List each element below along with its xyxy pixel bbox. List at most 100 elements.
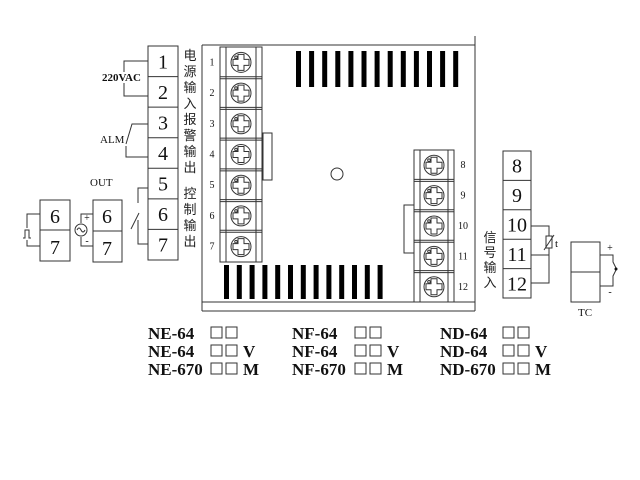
out-label: OUT	[90, 177, 113, 189]
model-name: ND-670	[440, 360, 496, 379]
screw-icon	[230, 236, 252, 258]
code-box	[225, 326, 238, 339]
label-char: 警	[183, 128, 196, 144]
relay-wiring: OUT	[90, 177, 148, 245]
vent-slot	[249, 265, 255, 299]
internal-terminal-number: 7	[210, 242, 215, 253]
internal-terminal-number: 1	[210, 57, 215, 68]
vent-slot	[296, 51, 301, 87]
thermocouple-block: + - TC	[570, 241, 618, 319]
terminal-number: 4	[158, 143, 168, 165]
vent-slot	[326, 265, 332, 299]
pulse-icon	[23, 229, 31, 239]
vent-slot	[387, 51, 393, 87]
terminal-number: 7	[102, 238, 112, 260]
terminal-number: 9	[512, 185, 522, 207]
vent-slot	[413, 51, 419, 87]
model-name: NE-64	[148, 324, 195, 343]
vent-slot	[374, 51, 380, 87]
label-char: 出	[183, 161, 196, 176]
model-name: ND-64	[440, 324, 488, 343]
internal-terminal-number: 3	[210, 119, 215, 130]
analog-output-block: 6 7 + -	[74, 199, 123, 263]
terminal-number: 2	[158, 82, 168, 104]
vent-slot	[377, 265, 383, 299]
screw-icon	[230, 205, 252, 227]
rtd-wiring: t	[531, 225, 558, 284]
terminal-number: 7	[50, 237, 60, 259]
label-char: 控	[183, 187, 196, 202]
label-char: 制	[183, 203, 196, 218]
code-box	[369, 326, 382, 339]
screw-icon	[230, 174, 252, 196]
label-char: 输	[183, 80, 196, 96]
model-suffix: V	[535, 342, 548, 361]
screw-icon	[423, 185, 445, 207]
plus-sign: +	[607, 243, 613, 254]
alarm-label: ALM	[100, 134, 125, 146]
internal-terminal-number: 4	[210, 150, 215, 161]
label-char: 号	[483, 246, 496, 261]
model-name: NE-670	[148, 360, 203, 379]
screw-icon	[230, 113, 252, 135]
code-box	[210, 362, 223, 375]
terminal-number: 12	[507, 273, 527, 295]
code-box	[502, 326, 515, 339]
left-strip-frame	[147, 45, 179, 261]
label-char: 报	[183, 113, 196, 128]
vent-slot	[400, 51, 406, 87]
top-vent	[296, 51, 459, 87]
signal-input-label: 信 号 输 入	[483, 231, 496, 291]
code-box	[354, 326, 367, 339]
model-name: NF-64	[292, 342, 338, 361]
vent-slot	[224, 265, 229, 299]
screw-icon	[230, 82, 252, 104]
label-char: 输	[483, 260, 496, 276]
power-input-label: 电 源 输 入	[183, 49, 196, 112]
minus-sign: -	[608, 287, 611, 298]
code-box	[225, 344, 238, 357]
bottom-vent	[224, 265, 383, 299]
code-box	[354, 362, 367, 375]
model-item: ND-64 V	[440, 342, 548, 361]
model-name: NE-64	[148, 342, 195, 361]
vent-slot	[440, 51, 446, 87]
terminal-number: 11	[507, 244, 526, 266]
internal-terminal-number: 12	[458, 282, 468, 293]
code-box	[369, 362, 382, 375]
tc-junction-icon	[614, 267, 618, 271]
terminal-number: 1	[158, 51, 168, 73]
model-suffix: V	[243, 342, 256, 361]
ac-source-icon	[74, 223, 88, 237]
model-item: NE-64	[148, 324, 238, 343]
model-name: NF-64	[292, 324, 338, 343]
label-char: 出	[183, 235, 196, 250]
label-char: 信	[483, 231, 496, 246]
model-item: NE-64 V	[148, 342, 256, 361]
screw-icon	[423, 276, 445, 298]
screw-icon	[230, 144, 252, 165]
code-box	[354, 344, 367, 357]
internal-terminal-number: 2	[210, 88, 215, 99]
vent-slot	[361, 51, 367, 87]
model-suffix: V	[387, 342, 400, 361]
code-box	[517, 326, 530, 339]
control-output-label: 控 制 输 出	[183, 187, 196, 250]
vent-slot	[313, 265, 319, 299]
terminal-number: 6	[102, 206, 112, 228]
model-name: ND-64	[440, 342, 488, 361]
code-box	[210, 326, 223, 339]
label-char: 输	[183, 144, 196, 160]
code-box	[517, 362, 530, 375]
internal-terminal-number: 6	[210, 211, 215, 222]
model-item: ND-64	[440, 324, 530, 343]
code-box	[210, 344, 223, 357]
vent-slot	[275, 265, 281, 299]
